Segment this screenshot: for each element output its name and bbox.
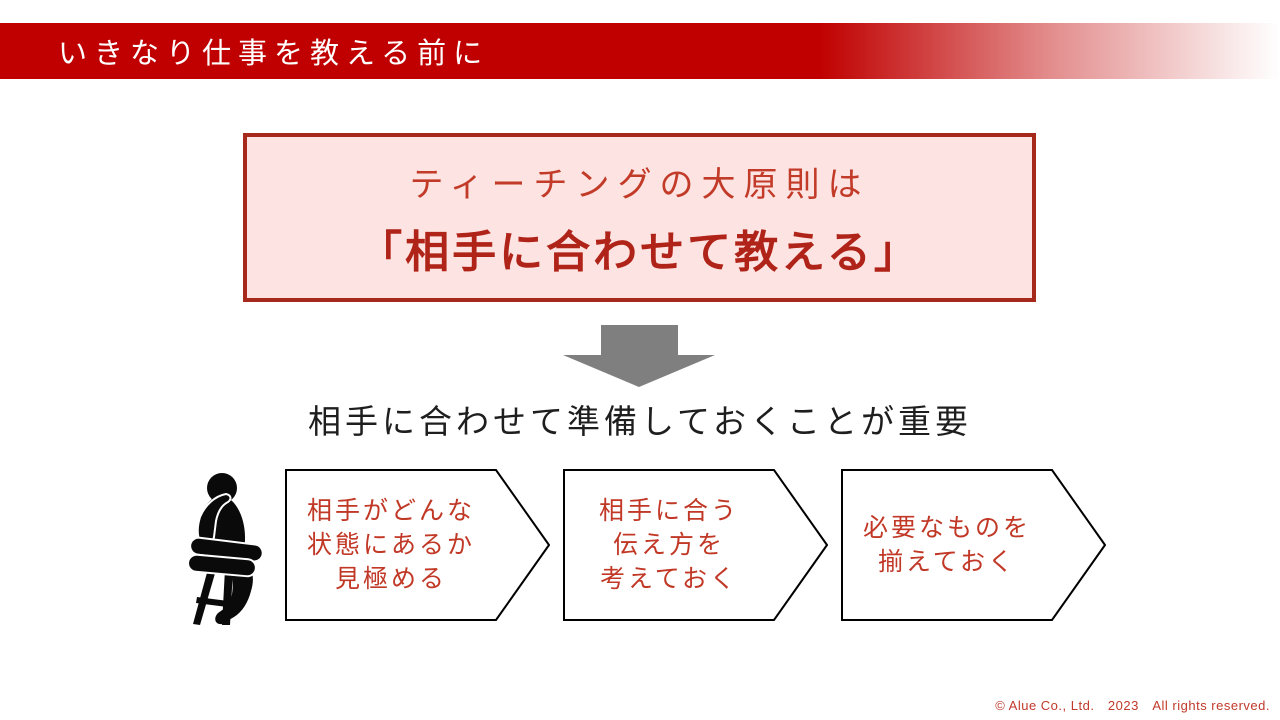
step-line: 伝え方を: [612, 531, 725, 559]
step-chevron-2: 相手に合う 伝え方を 考えておく: [563, 469, 828, 621]
down-arrow-icon: [563, 325, 715, 387]
principle-line2: 「相手に合わせて教える」: [358, 228, 921, 277]
step-line: 状態にあるか: [306, 531, 475, 559]
step-chevron-3: 必要なものを 揃えておく: [841, 469, 1106, 621]
chevron-shape-icon: [285, 469, 550, 621]
step-label: 相手がどんな 状態にあるか 見極める: [285, 469, 497, 621]
step-label: 相手に合う 伝え方を 考えておく: [563, 469, 775, 621]
step-chevron-1: 相手がどんな 状態にあるか 見極める: [285, 469, 550, 621]
chevron-shape-icon: [563, 469, 828, 621]
step-line: 揃えておく: [877, 548, 1016, 576]
step-line: 相手に合う: [598, 497, 739, 525]
step-line: 考えておく: [599, 565, 738, 593]
copyright-text: © Alue Co., Ltd. 2023 All rights reserve…: [995, 698, 1270, 713]
step-line: 相手がどんな: [306, 497, 475, 525]
key-message: 相手に合わせて準備しておくことが重要: [307, 403, 973, 440]
principle-box: ティーチングの大原則は 「相手に合わせて教える」: [243, 133, 1036, 302]
header-bar: いきなり仕事を教える前に: [0, 23, 1280, 79]
step-label: 必要なものを 揃えておく: [841, 469, 1053, 621]
step-line: 必要なものを: [862, 514, 1031, 542]
thinking-person-on-stool-icon: [188, 473, 264, 625]
step-line: 見極める: [334, 565, 447, 593]
page-title: いきなり仕事を教える前に: [58, 38, 490, 70]
principle-line1: ティーチングの大原則は: [409, 166, 870, 204]
chevron-shape-icon: [841, 469, 1106, 621]
